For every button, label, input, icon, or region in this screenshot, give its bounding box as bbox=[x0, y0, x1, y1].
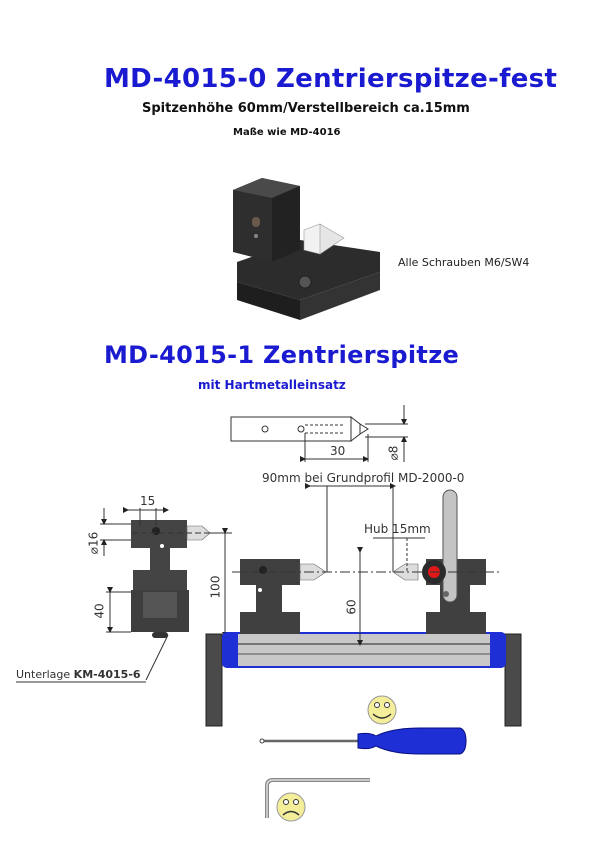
side-view-part bbox=[131, 520, 211, 638]
happy-smiley-icon bbox=[367, 695, 397, 725]
dim-40-label: 40 bbox=[92, 603, 107, 619]
section1-note: Maße wie MD-4016 bbox=[233, 127, 341, 138]
unterlage-part-number: KM-4015-6 bbox=[73, 668, 141, 681]
sad-smiley-icon bbox=[276, 792, 306, 822]
section1-subtitle: Spitzenhöhe 60mm/Verstellbereich ca.15mm bbox=[142, 101, 470, 116]
section1-title: MD-4015-0 Zentrierspitze-fest bbox=[104, 64, 558, 94]
unterlage-label: Unterlage KM-4015-6 bbox=[16, 668, 141, 681]
section2-title: MD-4015-1 Zentrierspitze bbox=[104, 341, 460, 369]
allen-key-image bbox=[265, 778, 370, 818]
unterlage-prefix: Unterlage bbox=[16, 668, 74, 681]
dim-90-label: 90mm bei Grundprofil MD-2000-0 bbox=[262, 471, 465, 485]
dim-60-label: 60 bbox=[344, 599, 359, 615]
dim-d16-label: ⌀16 bbox=[86, 531, 101, 555]
hub-label: Hub 15mm bbox=[364, 522, 431, 536]
screws-caption: Alle Schrauben M6/SW4 bbox=[398, 256, 530, 269]
dim-30-label: 30 bbox=[330, 444, 346, 458]
dim-d8-label: ⌀8 bbox=[386, 445, 401, 461]
tip-pin-detail bbox=[230, 405, 408, 462]
screwdriver-image bbox=[259, 727, 467, 755]
section2-subtitle: mit Hartmetalleinsatz bbox=[198, 378, 346, 392]
dim-100-label: 100 bbox=[208, 575, 223, 599]
isometric-part-render bbox=[233, 178, 380, 320]
dim-15-label: 15 bbox=[140, 494, 156, 508]
